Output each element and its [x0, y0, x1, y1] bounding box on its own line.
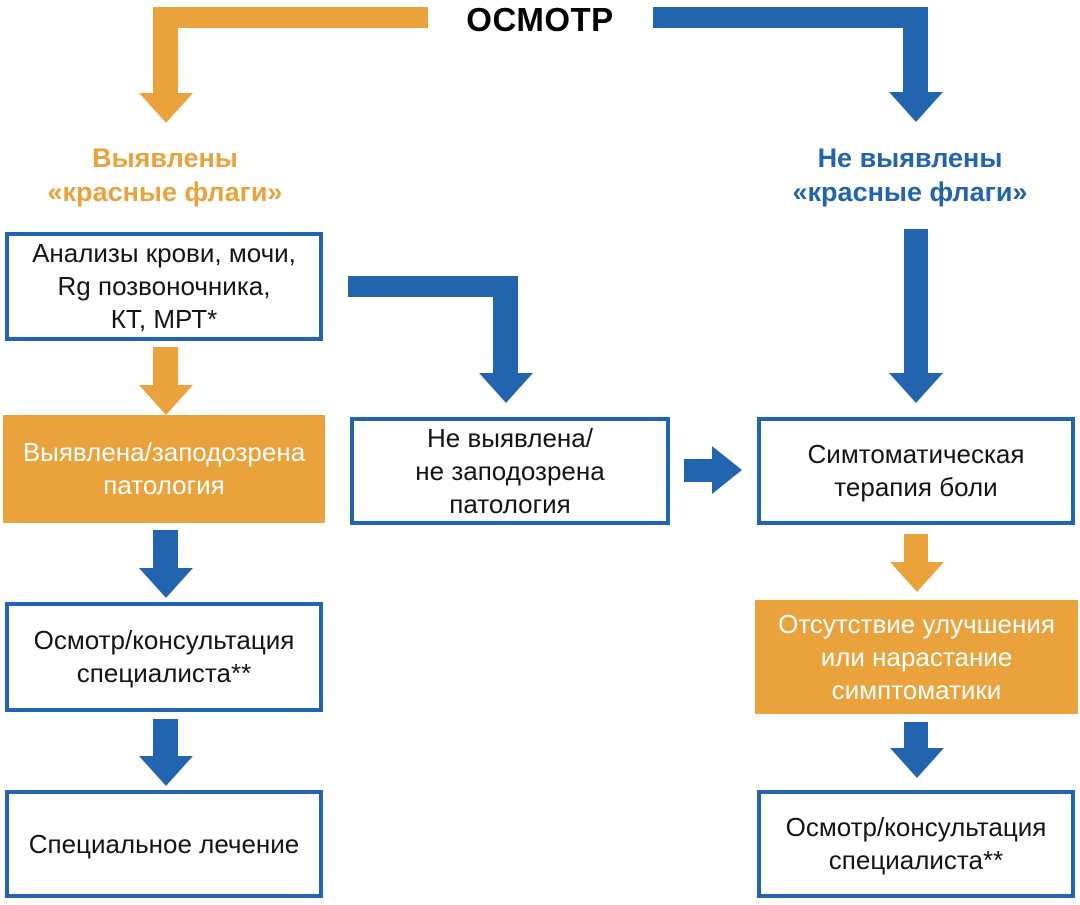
box-special-treatment-text: Специальное лечение — [28, 828, 300, 859]
arrow-pathology-to-specialist-head — [139, 568, 193, 598]
arrow-tests-to-no-pathology-head — [479, 373, 533, 403]
box-symptomatic-therapy-text: Симтоматическая терапия боли — [807, 439, 1025, 502]
arrow-exam-to-left-branch-hbar — [153, 7, 428, 28]
arrow-exam-to-left-branch-head — [139, 93, 193, 123]
arrow-specialist-to-treatment-head — [139, 756, 193, 786]
arrow-tests-to-pathology-shaft — [153, 347, 178, 387]
label-red-flags-found: Выявлены «красные флаги» — [47, 143, 283, 207]
page-title: ОСМОТР — [466, 1, 614, 38]
arrow-right-branch-to-symptomatic-head — [889, 373, 943, 403]
arrow-symptomatic-to-no-improvement-head — [890, 562, 944, 592]
arrow-no-pathology-to-symptomatic-shaft — [684, 459, 712, 482]
arrow-exam-to-right-branch-shaft — [903, 7, 928, 94]
box-no-improvement-text: Отсутствие улучшения или нарастание симп… — [778, 608, 1055, 705]
arrow-tests-to-pathology-head — [139, 385, 193, 415]
box-specialist-consult-left: Осмотр/консультация специалиста** — [5, 602, 323, 712]
box-pathology-found-text: Выявлена/заподозрена патология — [22, 437, 306, 500]
label-red-flags-not-found: Не выявлены «красные флаги» — [792, 143, 1028, 207]
arrow-exam-to-right-branch-head — [889, 92, 943, 122]
box-no-pathology-text: Не выявлена/ не заподозрена патология — [415, 422, 605, 519]
box-no-improvement: Отсутствие улучшения или нарастание симп… — [755, 600, 1078, 714]
box-tests-text: Анализы крови, мочи, Rg позвоночника, КТ… — [32, 238, 296, 334]
arrow-tests-to-no-pathology-hbar — [348, 276, 518, 297]
arrow-symptomatic-to-no-improvement-shaft — [904, 534, 928, 564]
arrow-tests-to-no-pathology-shaft — [493, 276, 518, 375]
box-special-treatment: Специальное лечение — [5, 790, 323, 898]
arrow-exam-to-left-branch-shaft — [153, 7, 178, 95]
box-specialist-consult-right-text: Осмотр/консультация специалиста** — [785, 812, 1047, 875]
box-specialist-consult-right: Осмотр/консультация специалиста** — [757, 790, 1075, 898]
arrow-specialist-to-treatment-shaft — [153, 719, 178, 758]
arrow-no-pathology-to-symptomatic-head — [712, 446, 742, 494]
arrow-right-branch-to-symptomatic-shaft — [904, 229, 928, 375]
box-symptomatic-therapy: Симтоматическая терапия боли — [757, 417, 1075, 525]
arrow-pathology-to-specialist-shaft — [153, 530, 178, 570]
box-specialist-consult-left-text: Осмотр/консультация специалиста** — [33, 625, 295, 688]
box-tests: Анализы крови, мочи, Rg позвоночника, КТ… — [5, 232, 323, 341]
box-no-pathology: Не выявлена/ не заподозрена патология — [350, 417, 670, 525]
arrow-exam-to-right-branch-hbar — [653, 7, 928, 28]
box-pathology-found: Выявлена/заподозрена патология — [3, 415, 325, 523]
arrow-no-improvement-to-specialist-shaft — [904, 722, 928, 750]
arrow-no-improvement-to-specialist-head — [890, 748, 944, 778]
